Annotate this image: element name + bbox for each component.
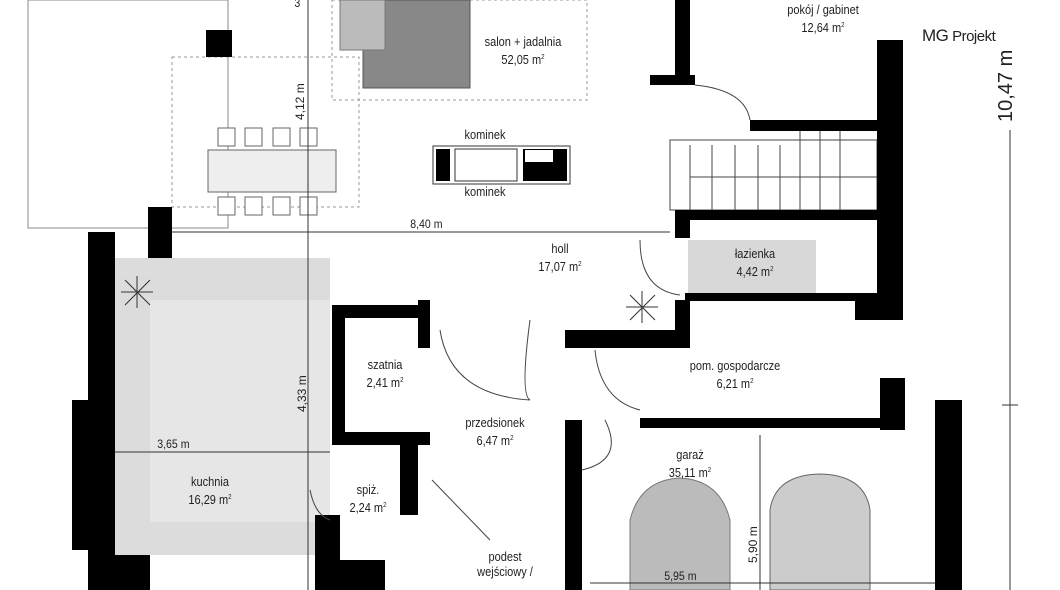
area-sup: 2 [578,261,582,268]
room-area: 16,29 m [188,493,229,508]
room-area: 12,64 m [801,21,842,36]
room-spiz: spiż. 2,24 m2 [342,483,395,516]
terrace-outline [27,0,229,229]
staircase [669,120,878,211]
room-kuchnia: kuchnia 16,29 m2 [175,475,245,508]
car-right [769,473,871,590]
room-area: 52,05 m [501,53,542,68]
area-sup: 2 [400,377,404,384]
room-name: garaż [676,448,704,462]
plant-icons [121,276,658,323]
dimension-8-40: 8,40 m [410,217,443,231]
car-left [629,477,731,590]
kitchen-floor-inner [150,300,330,522]
room-name: spiż. [356,483,380,497]
room-name: pokój / gabinet [787,3,859,17]
room-name: szatnia [367,358,403,372]
dimension-lines [115,0,1018,590]
room-area: 6,21 m [716,377,751,392]
fireplace-icon [432,145,571,185]
room-name: kuchnia [191,475,229,489]
area-sup: 2 [383,502,387,509]
fireplace-label-bottom: kominek [464,185,506,199]
room-name: salon + jadalnia [484,35,562,49]
dimension-5-90: 5,90 m [746,526,760,563]
room-name: łazienka [734,247,776,261]
logo-name: Projekt [952,28,996,45]
walls [72,0,962,590]
room-area: 6,47 m [476,434,511,449]
living-area-outline [331,0,588,101]
room-pokoj: pokój / gabinet 12,64 m2 [775,3,872,36]
area-sup: 2 [510,435,514,442]
area-sup: 2 [228,494,232,501]
dimension-10-47: 10,47 m [995,49,1017,122]
room-name-line2: wejściowy / [477,565,533,579]
area-sup: 2 [770,266,774,273]
room-area: 17,07 m [538,260,579,275]
area-sup: 2 [541,54,545,61]
fireplace-label-top: kominek [464,128,506,142]
room-name: holl [551,242,569,256]
dimension-3-65: 3,65 m [157,437,190,451]
dimension-4-12: 4,12 m [293,83,307,120]
room-name: pom. gospodarcze [689,359,781,373]
dimension-4-33: 4,33 m [295,375,309,412]
room-szatnia: szatnia 2,41 m2 [359,358,412,391]
room-name-line1: podest [488,550,522,564]
room-area: 35,11 m [668,466,708,481]
room-holl: holl 17,07 m2 [525,242,595,275]
room-lazienka: łazienka 4,42 m2 [720,247,790,280]
mg-projekt-logo: MG Projekt [922,26,996,46]
area-sup: 2 [707,467,712,474]
area-sup: 2 [750,378,754,385]
room-area: 2,41 m [366,376,401,391]
room-salon: salon + jadalnia 52,05 m2 [475,35,572,68]
area-sup: 2 [841,22,845,29]
room-przedsionek: przedsionek 6,47 m2 [455,416,534,449]
room-gospodarcze: pom. gospodarcze 6,21 m2 [678,359,792,392]
room-area: 2,24 m [349,501,384,516]
room-name: przedsionek [465,416,525,430]
sofa-seat [339,0,386,51]
dimension-top-partial: 3 [294,0,301,10]
logo-brand: MG [922,26,949,45]
room-area: 4,42 m [736,265,771,280]
room-garaz: garaż 35,11 m2 [655,448,725,481]
dimension-5-95: 5,95 m [664,569,697,583]
dining-table [207,149,337,193]
bathroom-floor [688,240,816,295]
doors [309,84,751,541]
